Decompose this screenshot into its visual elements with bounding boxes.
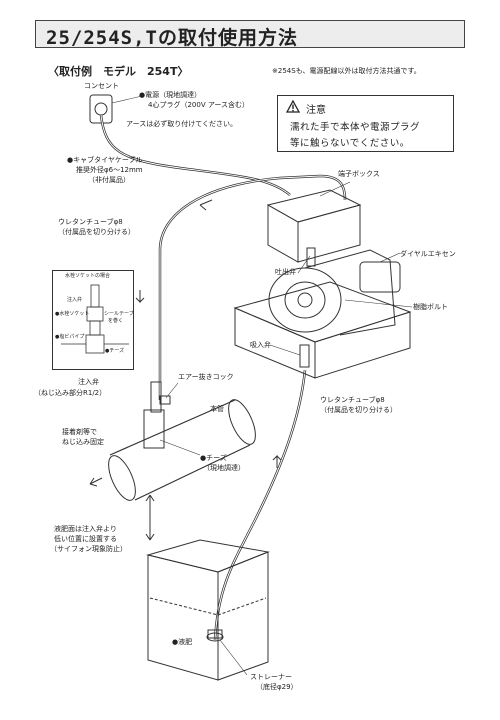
suction-valve-shape (299, 344, 310, 368)
inset-faucet-socket: ●水栓ソケット (55, 311, 90, 317)
warning-box: 注意 濡れた手で本体や電源プラグ 等に触らないでください。 (277, 95, 454, 152)
strainer-label-1: ストレーナー (250, 673, 292, 681)
tank-note-2: 低い位置に設置する (54, 535, 117, 543)
main-pipe-bottom (134, 444, 251, 501)
outlet-plug (94, 102, 108, 116)
common-note: ※254Sも、電源配線以外は取付方法共通です。 (272, 67, 421, 75)
main-pipe-far-end (228, 399, 256, 445)
power-cable-inner (100, 114, 291, 196)
tee-label-1: ●チーズ (200, 454, 227, 462)
cable-label-3: （非付属品） (88, 176, 130, 184)
strainer-body (207, 629, 223, 639)
outlet-label: コンセント (84, 82, 119, 90)
injection-valve-shape (150, 381, 162, 413)
leader-bolt (344, 299, 413, 308)
strainer-shape (206, 632, 224, 642)
inset-seal-tape-2: を巻く (108, 318, 124, 324)
faucet-socket-inset: 水栓ソケットの場合 注入弁 ●水栓ソケット シールテープ を巻く ●塩ビパイプ … (52, 270, 134, 370)
suction-valve-label: 吸入弁 (250, 341, 271, 349)
discharge-valve-label: 吐出弁 (275, 268, 296, 276)
leader-tee (159, 439, 201, 456)
flow-arrow-2 (135, 290, 145, 304)
base-front (314, 311, 411, 379)
sealant-label-2: ねじ込み固定 (62, 438, 104, 446)
pump-head (268, 267, 342, 333)
cable-label-1: ●キャブタイヤケーブル (67, 156, 143, 164)
inset-pipe-shape (89, 320, 101, 336)
air-cock-label: エアー抜きコック (178, 373, 234, 381)
tank-left (147, 554, 219, 681)
liquid-label: ●液肥 (172, 638, 193, 646)
warning-line-1: 濡れた手で本体や電源プラグ (290, 122, 421, 133)
inset-socket-shape (86, 306, 104, 322)
tank-front (217, 551, 269, 681)
strainer-label-2: （底径φ29） (256, 683, 298, 691)
warning-title: 注意 (306, 105, 326, 116)
warning-line-2: 等に触らないでください。 (290, 138, 410, 149)
inset-seal-tape-1: シールテープ (104, 311, 134, 317)
terminal-box-label: 端子ボックス (338, 170, 380, 178)
tank-note-1: 液肥面は注入弁より (54, 525, 117, 533)
urethane-top-label-1: ウレタンチューブφ8 (58, 218, 123, 226)
leader-cock (165, 382, 179, 399)
tee-shape (143, 409, 165, 449)
injection-valve-label-2: （ねじ込み部分R1/2） (34, 389, 107, 397)
upper-tube (158, 174, 347, 400)
dial-unit (359, 261, 401, 293)
inset-valve-shape (90, 284, 100, 308)
model-subheading: 〈取付例 モデル 254T〉 (48, 65, 189, 78)
cable-label-2: 推奨外径φ6～12mm (76, 166, 143, 174)
resin-bolt-label: 樹脂ボルト (413, 303, 448, 311)
power-label-1: ●電源（現地調達） (139, 91, 202, 99)
inset-tee: ●チーズ (105, 348, 125, 354)
air-cock-shape (159, 395, 171, 405)
sealant-label-1: 接着剤等で (62, 428, 97, 436)
main-pipe-end (108, 455, 136, 501)
urethane-bottom-label-1: ウレタンチューブφ8 (320, 396, 385, 404)
tank-top (146, 539, 270, 573)
leader-power (111, 95, 143, 104)
main-pipe-label: 本管 (210, 405, 224, 413)
flow-arrow-4 (272, 454, 282, 468)
pump-body (304, 249, 396, 336)
terminal-box-front (297, 204, 361, 263)
inset-injection-valve: 注入弁 (67, 297, 83, 303)
warning-icon (286, 100, 300, 113)
dial-label: ダイヤルエキセン (400, 250, 456, 258)
leader-dial (379, 252, 401, 263)
lower-tube-inner (214, 369, 306, 641)
tank-note-3: （サイフォン現象防止） (50, 545, 127, 553)
power-label-2: 4心プラグ（200V アース含む） (148, 101, 250, 109)
title-bar: 25/254S,Tの取付使用方法 (35, 20, 465, 49)
tee-label-2: （現地調達） (203, 464, 245, 472)
flow-arrow-1 (199, 199, 213, 211)
leader-discharge (297, 255, 311, 274)
urethane-bottom-label-2: （付属品を切り分ける） (320, 406, 397, 414)
leader-suction (269, 344, 301, 356)
inset-salt-pipe: ●塩ビパイプ (55, 334, 85, 340)
leader-terminal (319, 181, 351, 197)
pump-head-inner (284, 281, 326, 319)
pump-hub (297, 292, 313, 308)
inset-title: 水栓ソケットの場合 (65, 273, 111, 279)
upper-tube-inner (159, 175, 346, 400)
flow-arrow-3 (89, 477, 103, 487)
page-title: 25/254S,Tの取付使用方法 (46, 27, 298, 49)
liquid-level (149, 597, 267, 616)
discharge-valve-shape (306, 247, 316, 267)
main-pipe-top (109, 399, 236, 456)
height-arrow (145, 494, 155, 541)
inset-diagram (61, 284, 129, 354)
terminal-box-left (267, 204, 299, 263)
urethane-top-label-2: （付属品を切り分ける） (58, 228, 135, 236)
injection-valve-label-1: 注入弁 (78, 378, 99, 386)
inset-tee-shape (85, 334, 105, 354)
leader-strainer (219, 639, 248, 676)
earth-label: アースは必ず取り付けてください。 (126, 120, 238, 128)
